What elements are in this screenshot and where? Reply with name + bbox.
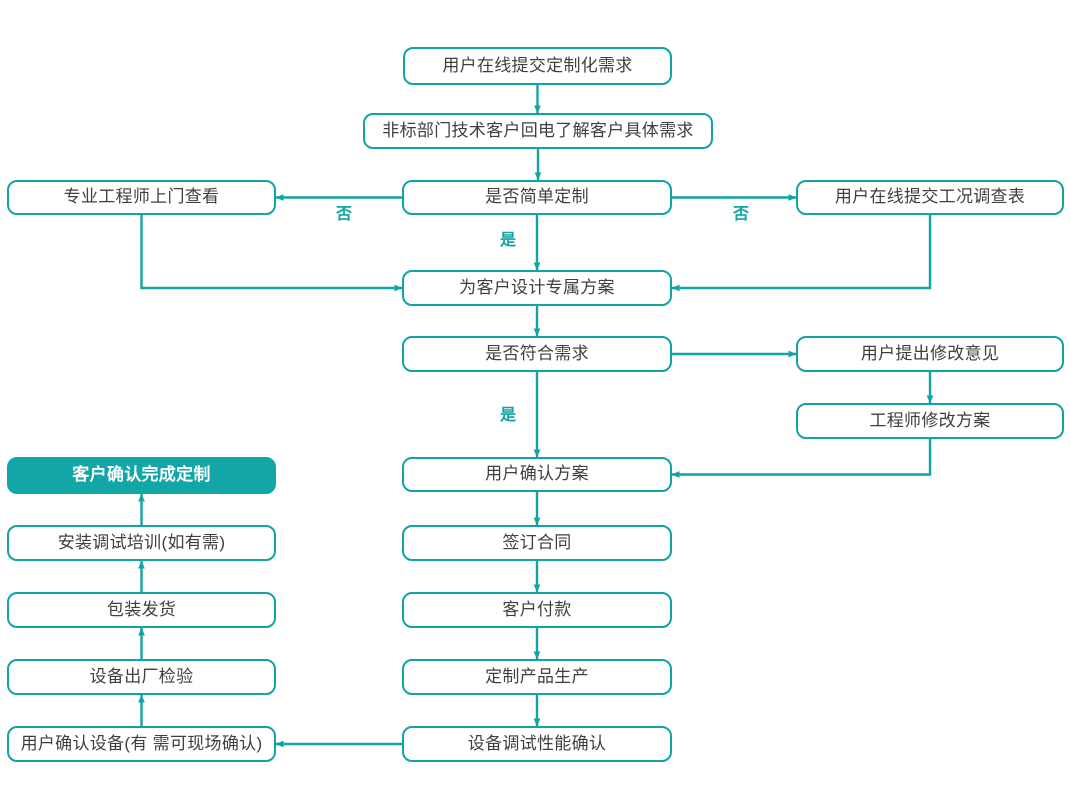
node-submit-survey[interactable]: 用户在线提交工况调查表 bbox=[796, 180, 1064, 215]
node-callback-understand[interactable]: 非标部门技术客户回电了解客户具体需求 bbox=[363, 113, 713, 149]
node-label: 非标部门技术客户回电了解客户具体需求 bbox=[382, 120, 694, 140]
node-production[interactable]: 定制产品生产 bbox=[402, 659, 672, 695]
node-factory-inspection[interactable]: 设备出厂检验 bbox=[7, 659, 276, 695]
node-install-training[interactable]: 安装调试培训(如有需) bbox=[7, 525, 276, 561]
node-label: 设备调试性能确认 bbox=[467, 733, 607, 753]
node-label: 为客户设计专属方案 bbox=[459, 277, 615, 297]
node-user-revision[interactable]: 用户提出修改意见 bbox=[796, 336, 1064, 372]
node-user-confirm-device[interactable]: 用户确认设备(有 需可现场确认) bbox=[7, 726, 276, 762]
node-label: 设备出厂检验 bbox=[89, 666, 194, 686]
edge-engineer-onsite-to-design-plan bbox=[140, 215, 403, 292]
node-label: 专业工程师上门查看 bbox=[63, 187, 220, 207]
edge-label-yes-simple: 是 bbox=[500, 232, 517, 249]
edge-label-no-left: 否 bbox=[336, 206, 353, 223]
node-customer-payment[interactable]: 客户付款 bbox=[402, 592, 672, 628]
node-submit-request[interactable]: 用户在线提交定制化需求 bbox=[403, 47, 672, 85]
node-label: 用户确认方案 bbox=[485, 464, 589, 484]
edge-label-no-right: 否 bbox=[733, 206, 750, 223]
node-commissioning[interactable]: 设备调试性能确认 bbox=[402, 726, 672, 762]
node-sign-contract[interactable]: 签订合同 bbox=[402, 525, 672, 561]
node-packing-shipping[interactable]: 包装发货 bbox=[7, 592, 276, 628]
node-label: 用户在线提交工况调查表 bbox=[834, 187, 1026, 207]
node-label: 签订合同 bbox=[502, 532, 572, 552]
node-label: 包装发货 bbox=[106, 599, 177, 619]
node-label: 是否符合需求 bbox=[485, 343, 589, 363]
node-engineer-revise[interactable]: 工程师修改方案 bbox=[796, 403, 1064, 439]
node-label: 工程师修改方案 bbox=[869, 410, 991, 430]
edge-engineer-revise-to-user-confirm-plan bbox=[671, 439, 932, 478]
node-engineer-onsite[interactable]: 专业工程师上门查看 bbox=[7, 180, 276, 215]
node-label: 用户在线提交定制化需求 bbox=[442, 55, 633, 75]
node-design-plan[interactable]: 为客户设计专属方案 bbox=[402, 270, 672, 306]
node-label: 客户付款 bbox=[502, 599, 572, 619]
node-customer-confirm-done[interactable]: 客户确认完成定制 bbox=[7, 457, 276, 494]
node-is-simple-custom[interactable]: 是否简单定制 bbox=[402, 180, 672, 215]
node-label: 是否简单定制 bbox=[485, 187, 589, 207]
node-label: 用户提出修改意见 bbox=[860, 343, 1000, 363]
node-user-confirm-plan[interactable]: 用户确认方案 bbox=[402, 457, 672, 492]
node-label: 客户确认完成定制 bbox=[72, 465, 211, 485]
edge-submit-survey-to-design-plan bbox=[671, 215, 932, 292]
edge-label-yes-meets: 是 bbox=[500, 407, 517, 424]
node-label: 用户确认设备(有 需可现场确认) bbox=[20, 733, 263, 753]
node-label: 安装调试培训(如有需) bbox=[57, 532, 226, 552]
node-meets-requirement[interactable]: 是否符合需求 bbox=[402, 336, 672, 372]
node-label: 定制产品生产 bbox=[485, 666, 589, 686]
